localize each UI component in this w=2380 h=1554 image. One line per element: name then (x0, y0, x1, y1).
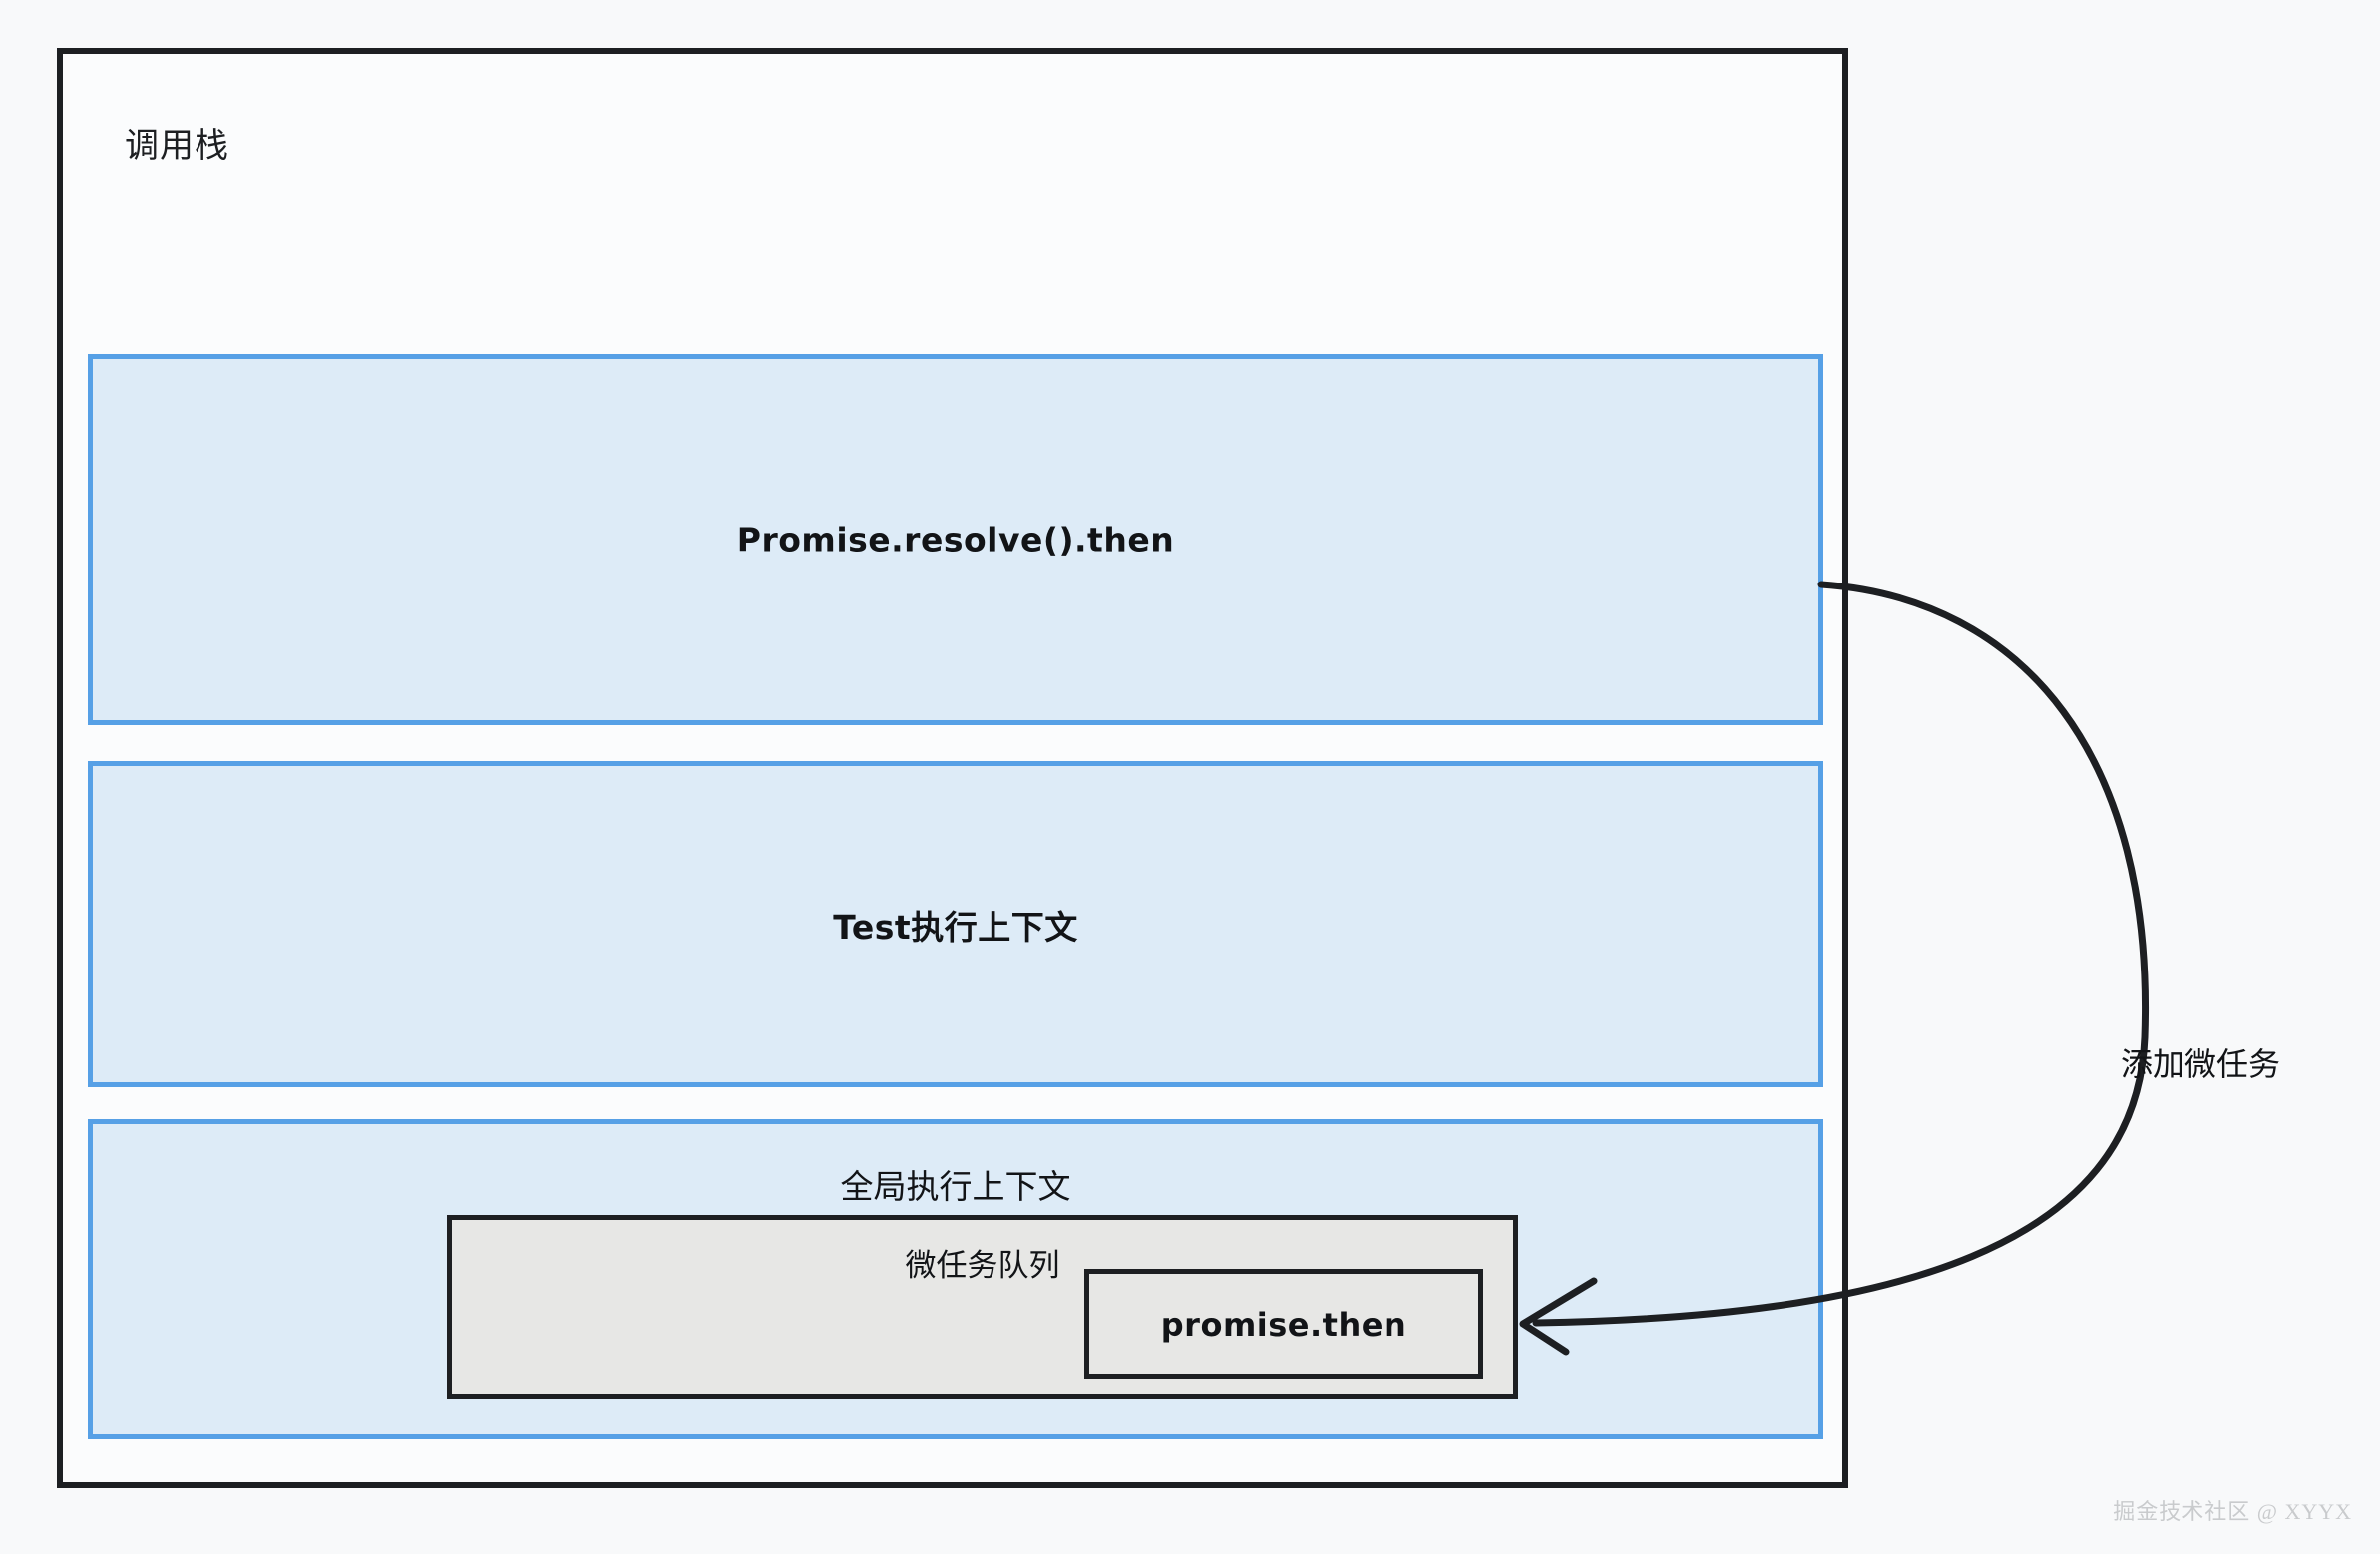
execution-context-label: 全局执行上下文 (840, 1168, 1071, 1205)
execution-context-promise-resolve-then: Promise.resolve().then (88, 354, 1823, 725)
watermark: 掘金技术社区 @ XYYX (2113, 1499, 2352, 1524)
execution-context-label: Test执行上下文 (833, 907, 1078, 947)
execution-context-label: Promise.resolve().then (736, 520, 1175, 560)
execution-context-test: Test执行上下文 (88, 761, 1823, 1087)
microtask-arrow-annotation: 添加微任务 (2121, 1046, 2281, 1082)
microtask-item-promise-then: promise.then (1084, 1269, 1483, 1379)
call-stack-title: 调用栈 (125, 127, 229, 165)
microtask-item-label: promise.then (1160, 1305, 1407, 1344)
microtask-queue-label: 微任务队列 (905, 1248, 1060, 1283)
